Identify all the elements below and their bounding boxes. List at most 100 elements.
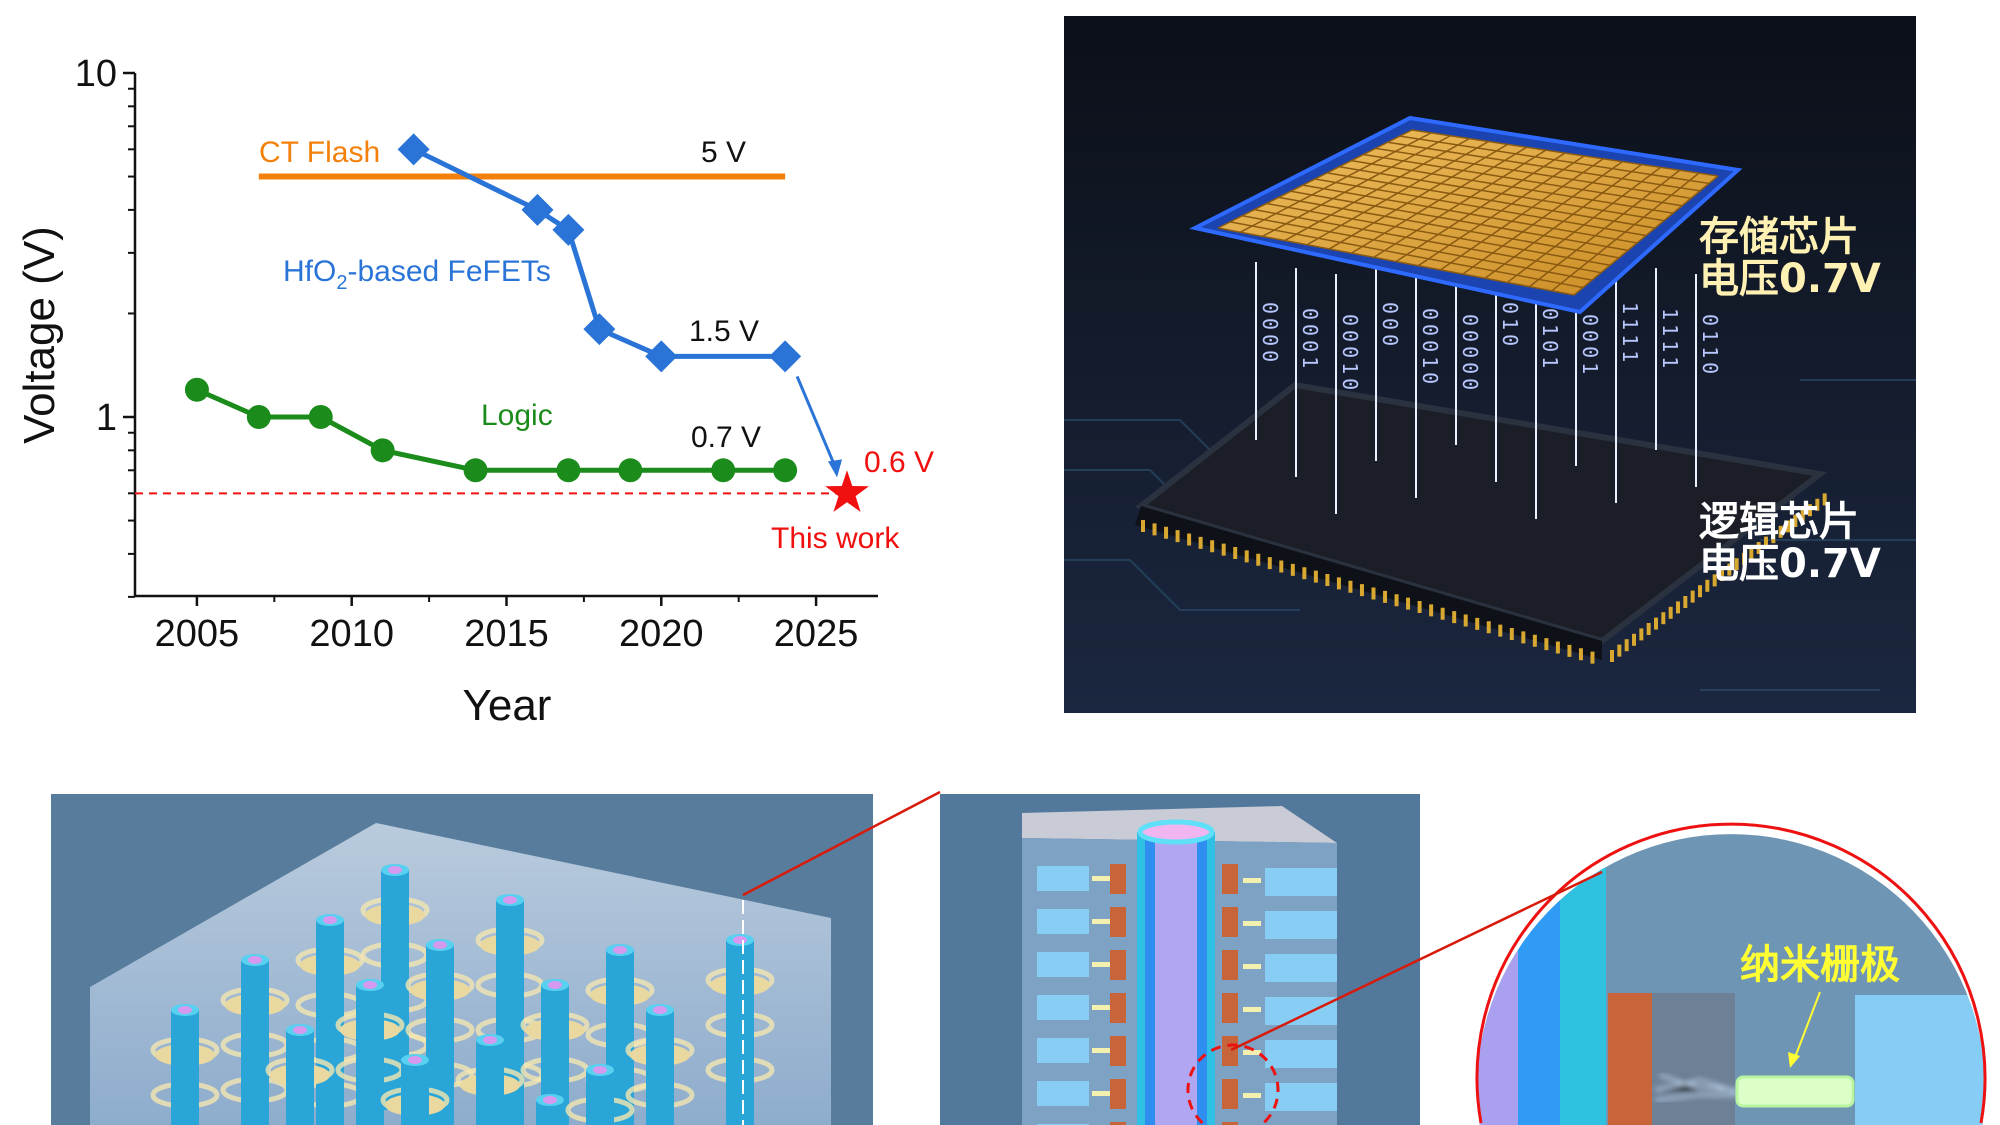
nano-gate-left (1092, 876, 1110, 881)
pin (1690, 590, 1695, 603)
nano-gate-right (1243, 921, 1261, 926)
ferroelectric-left (1110, 1122, 1126, 1125)
pad-grid-line (1327, 172, 1656, 229)
fefet-label: HfO2-based FeFETs (283, 255, 551, 294)
memory-chip-pad-grid (1217, 129, 1719, 296)
pin (1815, 498, 1820, 511)
logic-data-point (463, 458, 488, 483)
channel-pillar (726, 940, 754, 1125)
pin (1676, 601, 1680, 614)
pin (1646, 623, 1651, 635)
pin (1771, 531, 1776, 544)
ferroelectric-left (1110, 993, 1126, 1023)
memory-cell-right (1265, 1040, 1337, 1068)
ferroelectric-left (1110, 907, 1126, 937)
channel-core (1155, 832, 1197, 1125)
series-line-hfo2-based-fefets (412, 147, 786, 359)
pin (1313, 570, 1318, 583)
logic-data-point (184, 377, 209, 402)
channel-pillar (476, 1040, 504, 1125)
pin (1267, 557, 1272, 570)
pin (1486, 621, 1491, 634)
memory-cell-left (1037, 1038, 1089, 1063)
memory-cell-right (1265, 911, 1337, 939)
pin (1756, 542, 1761, 554)
logic-chip-side (1135, 506, 1602, 660)
pin (1764, 536, 1768, 549)
memory-cell-right (1265, 954, 1337, 982)
fefet-data-point (645, 340, 678, 373)
trend-arrowhead (828, 459, 843, 478)
nano-gate-label: 纳米栅极 (1740, 942, 1900, 988)
pin (1800, 509, 1805, 522)
ferroelectric-left (1110, 950, 1126, 980)
pin (1440, 607, 1445, 620)
pad-grid-line (1375, 147, 1692, 200)
x-tick-label: 2010 (309, 613, 394, 655)
pad-grid-line (1351, 159, 1674, 214)
binary-stream: 000 (1378, 302, 1402, 350)
trend-arrow (795, 375, 839, 472)
field-spark (1654, 1074, 1738, 1101)
logic-data-point (308, 405, 333, 429)
fefet-data-point (769, 340, 802, 373)
y-tick-label: 1 (96, 397, 117, 439)
channel-pillar (241, 960, 269, 1125)
pillar-core (433, 941, 447, 949)
pin (1544, 638, 1549, 651)
pillar-core (408, 1056, 422, 1064)
binary-stream: 0001 (1298, 308, 1322, 372)
channel-pillar (646, 1010, 674, 1125)
pin (1498, 624, 1503, 637)
memory-cell-left (1037, 1081, 1089, 1106)
gate-dielectric (1652, 993, 1735, 1125)
logic-data-point (370, 438, 395, 463)
binary-stream: 00010 (1418, 308, 1442, 388)
nano-gate-right (1243, 1007, 1261, 1012)
pin (1683, 596, 1688, 608)
connector-line (742, 790, 941, 897)
pin (1822, 493, 1827, 506)
pad-grid-line (1551, 172, 1700, 292)
pad-grid-line (1484, 163, 1642, 279)
ferroelectric-right (1222, 1122, 1238, 1125)
pad-grid-line (1440, 158, 1604, 271)
logic-chip-label: 逻辑芯片 (1699, 499, 1859, 545)
this-work-value-label: 0.6 V (864, 446, 934, 479)
pillar-core (593, 1066, 607, 1074)
pin (1639, 628, 1644, 641)
binary-stream: 00010 (1338, 314, 1362, 394)
this-work-label: This work (771, 522, 900, 555)
connector-line (1230, 870, 1603, 1052)
binary-stream: 00000 (1458, 314, 1482, 394)
x-tick-label: 2005 (155, 613, 240, 655)
nano-gate-right (1243, 964, 1261, 969)
pin (1578, 648, 1583, 661)
pillar-core (363, 981, 377, 989)
pin (1210, 540, 1215, 553)
pin (1793, 515, 1798, 527)
channel-layer (1518, 834, 1560, 1125)
pillar-core (293, 1026, 307, 1034)
word-line-block (1855, 995, 1985, 1125)
ct-flash-label: CT Flash (259, 136, 380, 169)
nano-gate-left (1092, 1005, 1110, 1010)
logic-data-point (246, 405, 271, 429)
y-axis-label: Voltage (V) (15, 226, 64, 444)
memory-cell-left (1037, 952, 1089, 977)
pin (1509, 628, 1514, 640)
pillar-core (543, 1096, 557, 1104)
fefet-label-part: -based FeFETs (347, 255, 550, 288)
nano-gate-zoom: 纳米栅极 (1475, 822, 1987, 1125)
nano-gate-right (1243, 878, 1261, 883)
pad-grid-line (1395, 152, 1566, 263)
pin (1734, 558, 1739, 571)
pillar-core (503, 896, 517, 904)
pin (1661, 612, 1666, 625)
pin (1175, 530, 1180, 543)
pin (1290, 563, 1295, 576)
pin (1727, 563, 1732, 576)
pin (1590, 651, 1595, 664)
